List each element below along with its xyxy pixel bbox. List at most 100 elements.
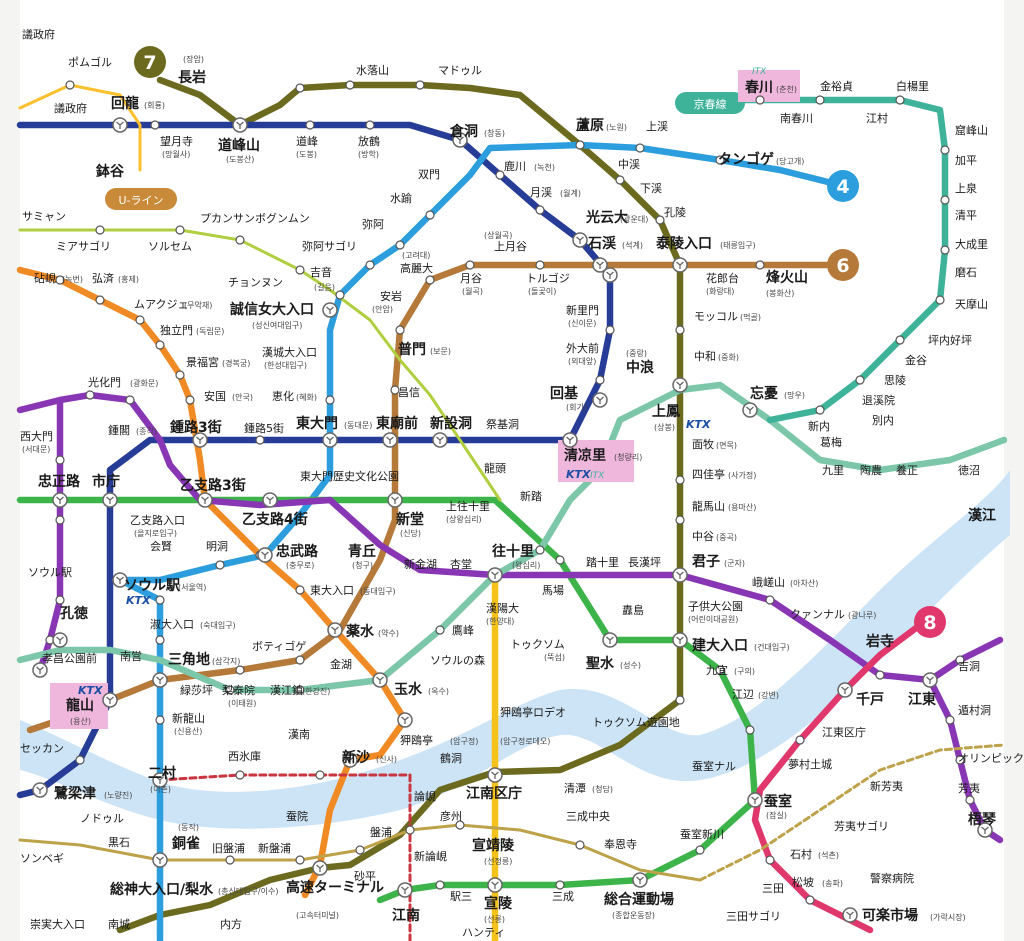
station-label[interactable]: 可楽市場 (862, 907, 918, 924)
station-dot[interactable] (225, 855, 235, 865)
station-label[interactable]: 蚕院 (286, 809, 308, 823)
station-dot[interactable] (795, 735, 805, 745)
station-dot[interactable] (895, 95, 905, 105)
station-label[interactable]: 東廟前 (376, 415, 418, 432)
station-label[interactable]: 三田サゴリ (726, 909, 781, 923)
station-dot[interactable] (155, 715, 165, 725)
station-dot[interactable] (295, 83, 305, 93)
station-label[interactable]: 徳沼 (958, 463, 980, 477)
station-dot[interactable] (555, 880, 565, 890)
station-label[interactable]: ソウル駅 (124, 578, 181, 594)
station-dot[interactable] (535, 205, 545, 215)
station-label[interactable]: 芳夷サゴリ (834, 819, 889, 833)
station-label[interactable]: 別内 (872, 413, 894, 427)
station-label[interactable]: ミアサゴリ (56, 239, 111, 253)
station-label[interactable]: 新金湖 (404, 557, 437, 571)
station-label[interactable]: 会賢 (150, 540, 172, 553)
station-label[interactable]: 光云大 (585, 209, 628, 226)
station-dot[interactable] (395, 325, 405, 335)
station-label[interactable]: 安国 (204, 389, 226, 403)
station-label[interactable]: 君子 (691, 554, 720, 570)
station-dot[interactable] (675, 325, 685, 335)
station-label[interactable]: 三角地 (168, 651, 210, 668)
station-dot[interactable] (455, 820, 465, 830)
station-label[interactable]: 忠武路 (276, 543, 319, 560)
station-dot[interactable] (755, 260, 765, 270)
station-label[interactable]: 宣陵 (484, 895, 513, 912)
station-label[interactable]: トゥクソム (510, 638, 565, 651)
station-label[interactable]: トルゴジ (526, 271, 570, 285)
station-dot[interactable] (615, 175, 625, 185)
station-label[interactable]: 彦州 (440, 809, 462, 823)
station-label[interactable]: 江東区庁 (822, 725, 866, 739)
station-label[interactable]: 烽火山 (766, 269, 808, 286)
station-label[interactable]: 東大入口 (310, 583, 354, 597)
station-label[interactable]: 三成 (552, 890, 574, 903)
station-label[interactable]: 金裕貞 (820, 79, 853, 93)
station-label[interactable]: 吉洞 (958, 660, 980, 673)
station-label[interactable]: 花郎台 (706, 271, 739, 285)
station-dot[interactable] (940, 195, 950, 205)
station-label[interactable]: 窟峰山 (955, 123, 988, 137)
station-label[interactable]: 鍾路5街 (244, 421, 284, 435)
station-label[interactable]: 二村 (148, 765, 176, 782)
station-label[interactable]: 上泉 (955, 181, 977, 195)
station-label[interactable]: 長岩 (178, 69, 206, 86)
station-dot[interactable] (255, 435, 265, 445)
station-label[interactable]: 総神大入口/梨水 (110, 881, 214, 898)
station-label[interactable]: 蚕室新川 (680, 827, 724, 841)
station-dot[interactable] (55, 515, 65, 525)
station-dot[interactable] (55, 595, 65, 605)
station-label[interactable]: 市庁 (92, 473, 120, 490)
station-label[interactable]: 建大入口 (692, 637, 748, 654)
station-label[interactable]: 石村 (790, 847, 812, 861)
station-label[interactable]: 往十里 (492, 543, 534, 560)
station-dot[interactable] (935, 295, 945, 305)
station-label[interactable]: 龍山 (66, 697, 94, 714)
station-label[interactable]: 砧峴 (34, 271, 56, 285)
station-label[interactable]: モッコル (694, 310, 738, 323)
station-label[interactable]: ボティゴゲ (252, 639, 306, 653)
station-dot[interactable] (965, 795, 975, 805)
station-dot[interactable] (695, 845, 705, 855)
station-label[interactable]: 内方 (220, 917, 242, 931)
station-label[interactable]: 南城 (108, 918, 130, 931)
station-dot[interactable] (95, 225, 105, 235)
station-label[interactable]: 江辺 (732, 688, 754, 701)
station-dot[interactable] (390, 385, 400, 395)
station-label[interactable]: 陶農 (860, 463, 882, 477)
station-label[interactable]: チョンヌン (228, 276, 283, 289)
station-dot[interactable] (940, 245, 950, 255)
station-label[interactable]: 西大門 (20, 429, 53, 443)
station-label[interactable]: トゥクソム遊園地 (592, 715, 680, 729)
station-label[interactable]: 聖水 (586, 655, 615, 672)
station-label[interactable]: 鶴洞 (440, 751, 462, 765)
station-label[interactable]: クァンナル (790, 608, 845, 621)
station-label[interactable]: 上鳳 (652, 404, 680, 420)
station-dot[interactable] (235, 235, 245, 245)
station-label[interactable]: 放鶴 (358, 134, 380, 148)
station-dot[interactable] (365, 260, 375, 270)
station-label[interactable]: 新内 (808, 419, 830, 433)
station-label[interactable]: 九里 (822, 464, 844, 477)
station-label[interactable]: 狎鴎亭 (400, 733, 433, 747)
station-label[interactable]: 玉水 (394, 681, 423, 698)
station-label[interactable]: 三田 (762, 882, 784, 895)
station-dot[interactable] (755, 95, 765, 105)
station-dot[interactable] (955, 655, 965, 665)
station-dot[interactable] (875, 670, 885, 680)
station-label[interactable]: 石渓 (587, 235, 617, 252)
station-dot[interactable] (575, 840, 585, 850)
station-label[interactable]: 道峰山 (218, 137, 260, 154)
station-dot[interactable] (495, 170, 505, 180)
station-label[interactable]: サミャン (22, 210, 66, 223)
station-label[interactable]: 緑莎坪 (180, 683, 213, 697)
station-label[interactable]: ソルセム (148, 240, 192, 253)
station-label[interactable]: 高速ターミナル (286, 879, 384, 896)
station-label[interactable]: 養正 (896, 463, 918, 477)
station-dot[interactable] (175, 370, 185, 380)
station-label[interactable]: 春川 (744, 79, 773, 96)
station-dot[interactable] (765, 595, 775, 605)
station-label[interactable]: 芳夷 (958, 781, 980, 795)
station-label[interactable]: 盤浦 (370, 826, 392, 839)
